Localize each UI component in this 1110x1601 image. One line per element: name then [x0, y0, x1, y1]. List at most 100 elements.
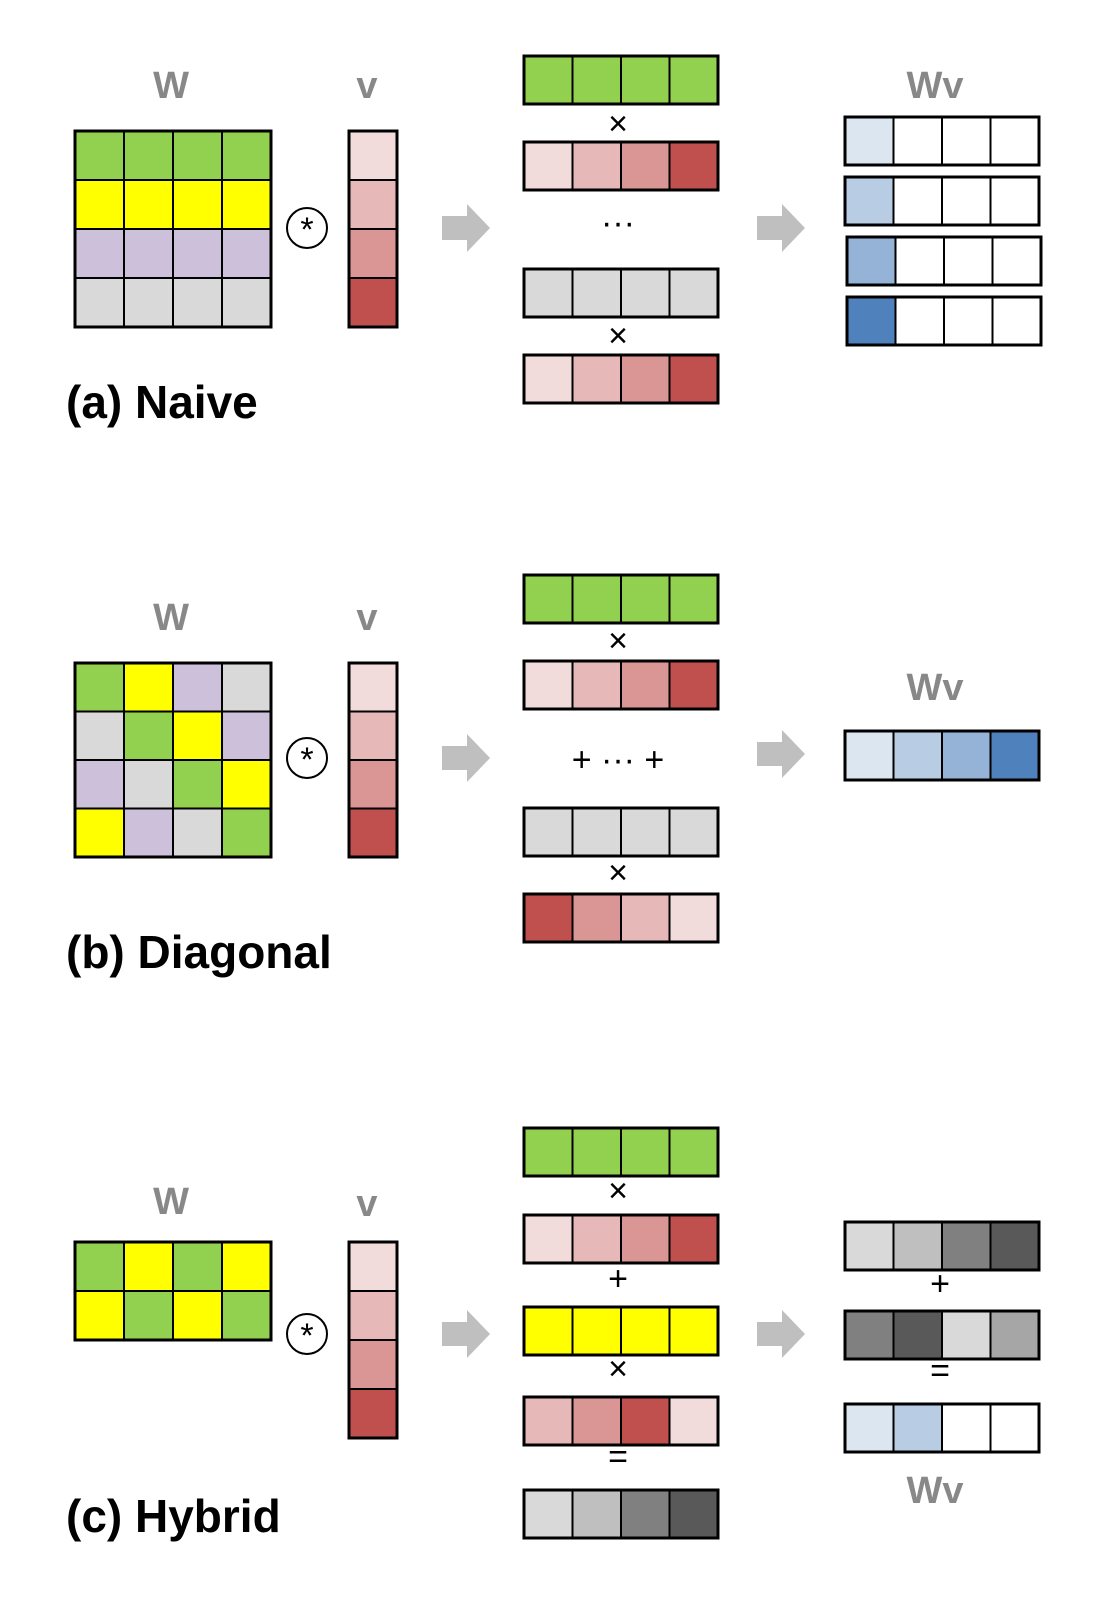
middle-products: [522, 1126, 720, 1540]
matrix-cell: [172, 277, 223, 328]
product-row: [522, 806, 720, 858]
arrow-icon: [442, 734, 490, 782]
cell: [846, 236, 897, 286]
times-symbol: ×: [608, 1350, 628, 1388]
equals-symbol: =: [608, 1438, 628, 1476]
vector-cell: [348, 228, 398, 279]
cell: [989, 1310, 1040, 1360]
sum-expression: + ··· +: [572, 741, 665, 779]
matrix-cell: [172, 130, 223, 181]
matrix-cell: [74, 179, 125, 230]
matrix-cell: [74, 1241, 125, 1292]
row-border: [522, 1305, 720, 1357]
wv-label: Wv: [907, 65, 964, 107]
product-row: [522, 267, 720, 319]
matrix-cell: [123, 228, 174, 279]
matrix-cell: [172, 179, 223, 230]
w-label: W: [153, 597, 189, 639]
times-symbol: ×: [608, 622, 628, 660]
times-symbol: ×: [608, 854, 628, 892]
row-border: [522, 892, 720, 944]
cell: [991, 296, 1042, 346]
cell: [523, 1489, 574, 1539]
vector-v: [347, 1240, 399, 1440]
row-border: [522, 54, 720, 106]
cell: [892, 1221, 943, 1271]
cell: [571, 141, 622, 191]
matrix-cell: [74, 662, 125, 713]
result-row: [843, 175, 1041, 227]
matrix-cell: [172, 1290, 223, 1341]
result-rows: [843, 1220, 1041, 1454]
vector-cell: [348, 179, 398, 230]
vector-border: [347, 129, 399, 329]
cell: [991, 236, 1042, 286]
matrix-cell: [172, 710, 223, 761]
arrow-icon: [757, 730, 805, 778]
wv-label: Wv: [907, 1470, 964, 1512]
product-row: [522, 1395, 720, 1447]
row-border: [843, 175, 1041, 227]
cell: [620, 660, 671, 710]
cell: [523, 893, 574, 943]
vector-cell: [348, 1388, 398, 1439]
matrix-cell: [123, 1290, 174, 1341]
cell: [892, 176, 943, 226]
result-row: [845, 235, 1043, 287]
cell: [571, 55, 622, 105]
ellipsis: ···: [601, 204, 635, 242]
cell: [844, 116, 895, 166]
row-border: [522, 806, 720, 858]
matrix-border: [73, 1240, 273, 1342]
cell: [668, 807, 719, 857]
cell: [892, 730, 943, 781]
cell: [620, 141, 671, 191]
cell: [571, 1306, 622, 1356]
cell: [571, 1489, 622, 1539]
times-symbol: ×: [608, 1172, 628, 1210]
v-label: v: [356, 65, 377, 107]
matrix-cell: [221, 759, 272, 810]
vector-cell: [348, 1290, 398, 1341]
result-row: [843, 1309, 1041, 1361]
row-border: [522, 140, 720, 192]
vector-cell: [348, 130, 398, 181]
matrix-cell: [221, 277, 272, 328]
cell: [620, 55, 671, 105]
arrow-icon: [442, 204, 490, 252]
cell: [844, 730, 895, 781]
result-row: [843, 1402, 1041, 1454]
result-row: [843, 729, 1041, 782]
cell: [941, 730, 992, 781]
matrix-cell: [221, 179, 272, 230]
cell: [571, 268, 622, 318]
cell: [989, 176, 1040, 226]
matrix-cell: [123, 130, 174, 181]
row-border: [843, 1309, 1041, 1361]
convolve-operator: *: [286, 207, 328, 249]
matrix-cell: [221, 710, 272, 761]
matrix-cell: [172, 807, 223, 858]
cell: [668, 1396, 719, 1446]
panel-hybrid: W v Wv * × + × = + = (c) Hybrid: [66, 1126, 1041, 1542]
result-row: [843, 115, 1041, 167]
vector-cell: [348, 807, 398, 858]
vector-cell: [348, 1339, 398, 1390]
arrow-icon: [442, 1310, 490, 1358]
cell: [668, 1127, 719, 1177]
cell: [892, 1310, 943, 1360]
panel-naive: W v Wv * × ··· × (a) Naive: [66, 54, 1043, 428]
cell: [571, 354, 622, 404]
vector-cell: [348, 277, 398, 328]
cell: [620, 1306, 671, 1356]
cell: [844, 1310, 895, 1360]
arrow-icon: [757, 1310, 805, 1358]
panel-diagonal: W v Wv * × + ··· + × (b) Diagonal: [66, 573, 1041, 978]
cell: [620, 1489, 671, 1539]
cell: [989, 1403, 1040, 1453]
vector-cell: [348, 662, 398, 713]
middle-products: [522, 54, 720, 405]
matrix-cell: [74, 710, 125, 761]
product-row: [522, 892, 720, 944]
